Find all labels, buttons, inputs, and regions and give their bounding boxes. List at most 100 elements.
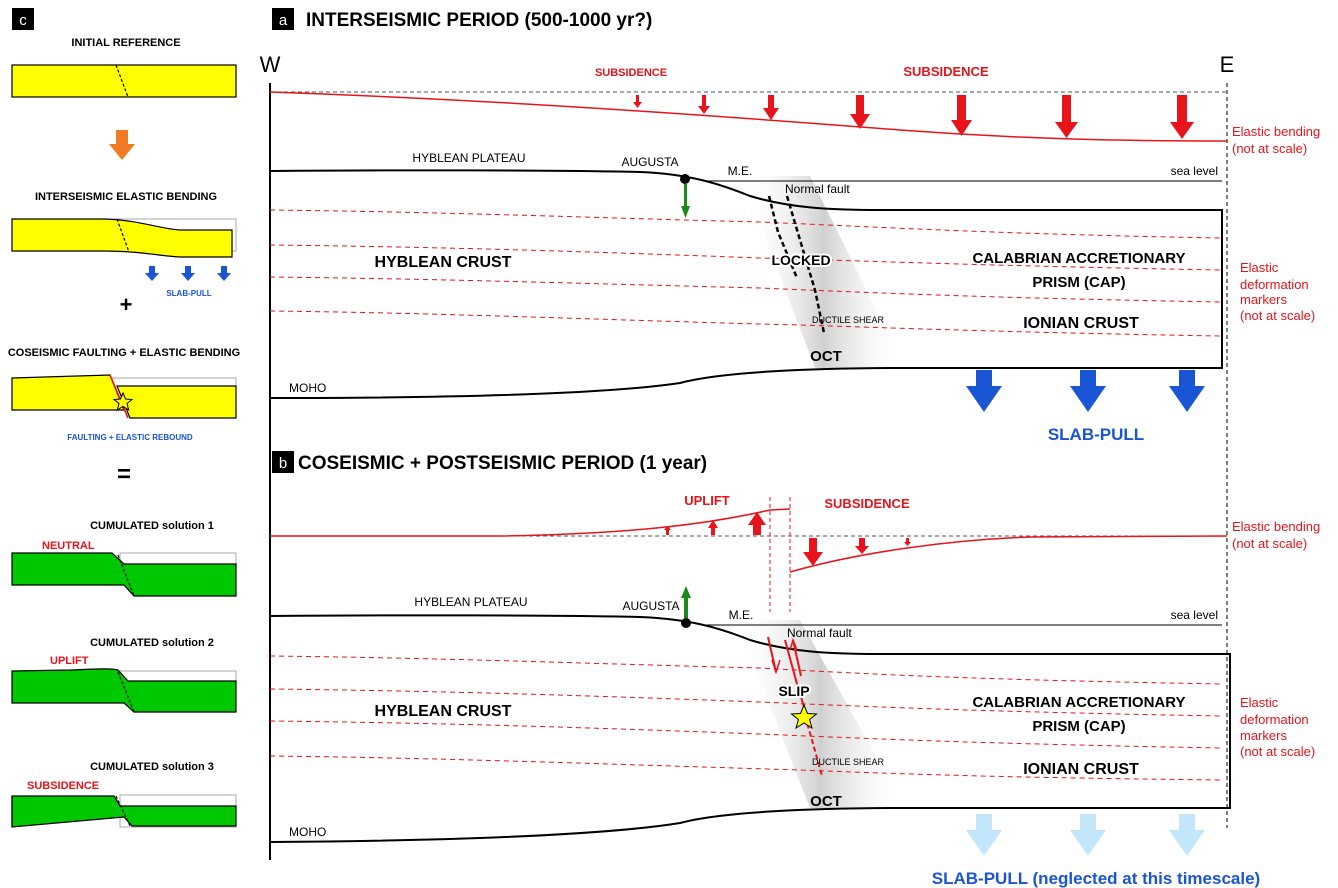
panel-b-badge (272, 451, 294, 473)
solution-3-title: CUMULATED solution 3 (90, 761, 214, 773)
subsidence-label-b: SUBSIDENCE (824, 496, 910, 511)
moho-label-b: MOHO (289, 825, 326, 839)
me-label-a: M.E. (728, 164, 753, 178)
augusta-label-b: AUGUSTA (622, 599, 679, 613)
faulting-rebound-label: FAULTING + ELASTIC REBOUND (67, 433, 193, 442)
ionian-crust-label-a: IONIAN CRUST (1023, 315, 1139, 332)
fault-projection-lines (769, 497, 791, 612)
uplift-label-b: UPLIFT (684, 493, 730, 508)
plus-sign: + (120, 292, 133, 317)
cap-label-a-1: CALABRIAN ACCRETIONARY (972, 250, 1185, 267)
slab-pull-small-label: SLAB-PULL (166, 289, 211, 298)
panel-a: a INTERSEISMIC PERIOD (500-1000 yr?) W E… (260, 8, 1320, 860)
markers-label-a-3: markers (1240, 292, 1287, 307)
solution-2-tag: UPLIFT (50, 655, 89, 667)
subsidence-arrows (633, 95, 1194, 139)
slip-label: SLIP (778, 683, 809, 699)
oct-zone-b (736, 620, 905, 808)
solution-3-block (11, 794, 237, 828)
ductile-shear-label-b: DUCTILE SHEAR (812, 757, 885, 767)
elastic-bending-label-a: Elastic bending (1232, 124, 1320, 139)
deformation-markers-b (269, 655, 1223, 781)
augusta-label-a: AUGUSTA (621, 155, 678, 169)
panel-c-letter: c (19, 12, 27, 29)
uplift-arrows (664, 512, 766, 535)
markers-label-b-4: (not at scale) (1240, 744, 1315, 759)
subsidence-small-label: SUBSIDENCE (595, 67, 667, 79)
panel-b: b COSEISMIC + POSTSEISMIC PERIOD (1 year… (269, 451, 1320, 888)
subsidence-large-label: SUBSIDENCE (903, 64, 989, 79)
down-arrow-green-icon (681, 184, 690, 218)
panel-c: c INITIAL REFERENCE INTERSEISMIC ELASTIC… (8, 8, 240, 828)
hyblean-plateau-label-b: HYBLEAN PLATEAU (414, 595, 527, 609)
oct-label-a: OCT (810, 348, 842, 365)
elastic-bending-label-b: Elastic bending (1232, 519, 1320, 534)
markers-label-b-2: deformation (1240, 712, 1309, 727)
crust-outline-a (269, 169, 1223, 399)
oct-zone (742, 176, 905, 368)
markers-label-a-2: deformation (1240, 277, 1309, 292)
panel-a-letter: a (279, 12, 288, 29)
fault-offset-top (769, 508, 791, 511)
subsidence-curve (789, 535, 1228, 573)
elastic-bending-note-a: (not at scale) (1232, 141, 1307, 156)
normal-fault-a-1 (767, 195, 799, 279)
east-label: E (1220, 52, 1235, 77)
solution-1-title: CUMULATED solution 1 (90, 520, 214, 532)
solution-1-tag: NEUTRAL (42, 540, 95, 552)
normal-fault-label-a: Normal fault (785, 182, 850, 196)
slab-pull-small-arrows (145, 266, 231, 281)
ductile-shear-label-a: DUCTILE SHEAR (812, 315, 885, 325)
sea-level-label-a: sea level (1171, 164, 1218, 178)
panel-a-badge (272, 8, 294, 30)
locked-label: LOCKED (771, 252, 830, 268)
elastic-bending-curve (269, 91, 1228, 142)
slab-pull-arrows-a (966, 370, 1205, 412)
oct-label-b: OCT (810, 793, 842, 810)
panel-b-letter: b (279, 455, 287, 472)
earthquake-star-icon (790, 703, 818, 730)
panel-c-badge (12, 8, 34, 30)
hyblean-crust-label-b: HYBLEAN CRUST (375, 703, 512, 720)
panel-b-title: COSEISMIC + POSTSEISMIC PERIOD (1 year) (298, 453, 707, 474)
panel-a-title: INTERSEISMIC PERIOD (500-1000 yr?) (306, 10, 652, 31)
interseismic-bending-label: INTERSEISMIC ELASTIC BENDING (35, 191, 217, 203)
deformation-markers-a (269, 209, 1221, 337)
up-arrow-green-icon (681, 586, 691, 618)
solution-3-tag: SUBSIDENCE (27, 780, 99, 792)
cap-label-b-1: CALABRIAN ACCRETIONARY (972, 694, 1185, 711)
cap-label-a-2: PRISM (CAP) (1032, 274, 1125, 291)
normal-fault-a-2 (785, 195, 826, 334)
hyblean-plateau-label-a: HYBLEAN PLATEAU (412, 151, 525, 165)
initial-reference-label: INITIAL REFERENCE (71, 37, 180, 49)
hyblean-crust-label-a: HYBLEAN CRUST (375, 254, 512, 271)
ionian-crust-label-b: IONIAN CRUST (1023, 761, 1139, 778)
west-label: W (260, 52, 281, 77)
slab-pull-label-b: SLAB-PULL (neglected at this timescale) (932, 869, 1260, 888)
orange-arrow-icon (109, 130, 135, 160)
normal-fault-label-b: Normal fault (787, 626, 852, 640)
markers-label-a-1: Elastic (1240, 260, 1279, 275)
augusta-marker-b (681, 618, 691, 628)
markers-label-b-1: Elastic (1240, 695, 1279, 710)
interseismic-bending-block (11, 218, 237, 258)
markers-label-b-3: markers (1240, 728, 1287, 743)
slab-pull-label-a: SLAB-PULL (1048, 425, 1144, 444)
elastic-bending-note-b: (not at scale) (1232, 536, 1307, 551)
crust-outline-b (269, 614, 1231, 843)
uplift-curve (270, 509, 771, 537)
equals-sign: = (117, 461, 131, 488)
slip-arrowhead-1 (771, 659, 781, 675)
star-icon (112, 391, 134, 412)
slip-arrowhead-2 (789, 637, 798, 651)
markers-label-a-4: (not at scale) (1240, 308, 1315, 323)
solution-1-block (11, 552, 237, 597)
augusta-marker (680, 174, 690, 184)
solution-2-block (11, 668, 237, 713)
coseismic-faulting-label: COSEISMIC FAULTING + ELASTIC BENDING (8, 347, 240, 359)
slab-pull-arrows-b (966, 814, 1205, 856)
sea-level-label-b: sea level (1171, 608, 1218, 622)
cap-label-b-2: PRISM (CAP) (1032, 718, 1125, 735)
solution-2-title: CUMULATED solution 2 (90, 637, 214, 649)
